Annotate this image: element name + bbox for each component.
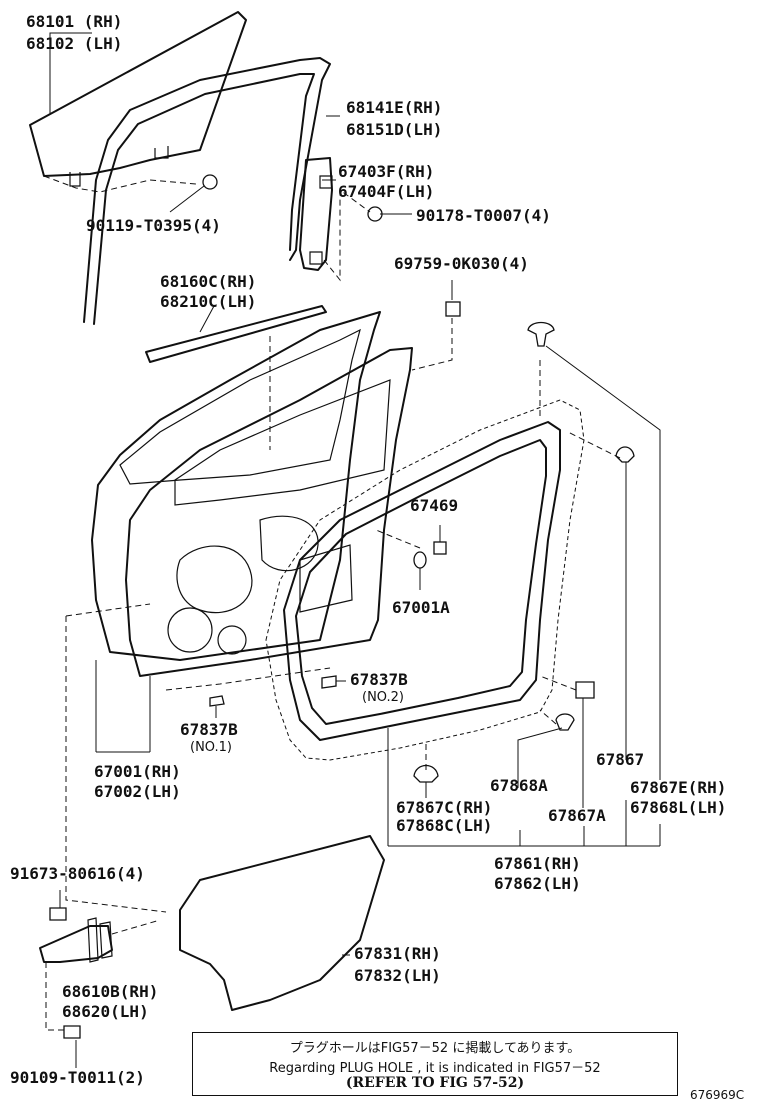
label-bolt-glass: 90119-T0395(4)	[86, 216, 221, 235]
label-67867c-lh: 67868C(LH)	[396, 816, 493, 835]
bolt-glass-part	[202, 174, 218, 190]
door-outer-shape	[91, 311, 381, 661]
label-hole-cover-lh: 67832(LH)	[354, 966, 441, 985]
label-glass-lh: 68102 (LH)	[26, 34, 123, 53]
label-door-rh: 67001(RH)	[94, 762, 181, 781]
label-67868a: 67868A	[490, 776, 548, 795]
nut-part	[367, 206, 383, 222]
part-67001a-shape	[413, 551, 427, 569]
door-inner-shape	[125, 347, 413, 677]
plug-no2-part	[321, 675, 337, 689]
part-67469-shape	[433, 541, 447, 555]
label-check-lh: 68620(LH)	[62, 1002, 149, 1021]
label-weatherstrip-rh: 67861(RH)	[494, 854, 581, 873]
plug-no1-part	[209, 695, 225, 707]
label-bolt-hinge: 91673-80616(4)	[10, 864, 145, 883]
clip-top-part	[445, 301, 461, 317]
note-box: プラグホールはFIG57－52 に掲載してあります。 Regarding PLU…	[192, 1032, 678, 1096]
clip-67867-part	[615, 446, 635, 463]
clip-top-right-part	[527, 321, 555, 347]
label-bolt-check: 90109-T0011(2)	[10, 1068, 145, 1087]
regulator-bracket-shape	[299, 157, 333, 271]
label-door-lh: 67002(LH)	[94, 782, 181, 801]
label-clip-top: 69759-0K030(4)	[394, 254, 529, 273]
check-assy-shape	[39, 925, 113, 963]
run-channel-shape	[83, 57, 331, 323]
note-reference: (REFER TO FIG 57-52)	[345, 1075, 525, 1091]
label-67867a: 67867A	[548, 806, 606, 825]
door-weatherstrip-shape	[283, 421, 561, 741]
label-nut: 90178-T0007(4)	[416, 206, 551, 225]
label-check-rh: 68610B(RH)	[62, 982, 159, 1001]
bolt-hinge-part	[49, 907, 67, 921]
clip-67867a-part	[575, 681, 595, 699]
label-67001a: 67001A	[392, 598, 450, 617]
label-hole-cover-rh: 67831(RH)	[354, 944, 441, 963]
figure-code: 676969C	[690, 1088, 745, 1102]
label-67867e-lh: 67868L(LH)	[630, 798, 727, 817]
label-67867e-rh: 67867E(RH)	[630, 778, 727, 797]
label-67469: 67469	[410, 496, 459, 515]
label-weatherstrip-lh: 67862(LH)	[494, 874, 581, 893]
clip-67868a-part	[555, 713, 575, 731]
belt-weatherstrip-shape	[145, 305, 327, 363]
label-plug-no1: 67837B	[180, 720, 238, 739]
label-run-channel-rh: 68141E(RH)	[346, 98, 443, 117]
label-67867: 67867	[596, 750, 645, 769]
label-plug-no1-sub: (NO.1)	[190, 740, 232, 755]
bolt-check-part	[63, 1025, 81, 1039]
note-english: Regarding PLUG HOLE , it is indicated in…	[269, 1061, 601, 1076]
label-67867c-rh: 67867C(RH)	[396, 798, 493, 817]
label-plug-no2-sub: (NO.2)	[362, 690, 404, 705]
label-belt-lh: 68210C(LH)	[160, 292, 257, 311]
note-japanese: プラグホールはFIG57－52 に掲載してあります。	[289, 1041, 581, 1056]
hole-cover-shape	[179, 835, 385, 1011]
label-plug-no2: 67837B	[350, 670, 408, 689]
door-glass-shape	[29, 11, 247, 177]
label-run-channel-lh: 68151D(LH)	[346, 120, 443, 139]
clip-67867c-part	[413, 764, 439, 783]
label-belt-rh: 68160C(RH)	[160, 272, 257, 291]
label-glass-rh: 68101 (RH)	[26, 12, 123, 31]
label-regulator-rh: 67403F(RH)	[338, 162, 435, 181]
label-regulator-lh: 67404F(LH)	[338, 182, 435, 201]
